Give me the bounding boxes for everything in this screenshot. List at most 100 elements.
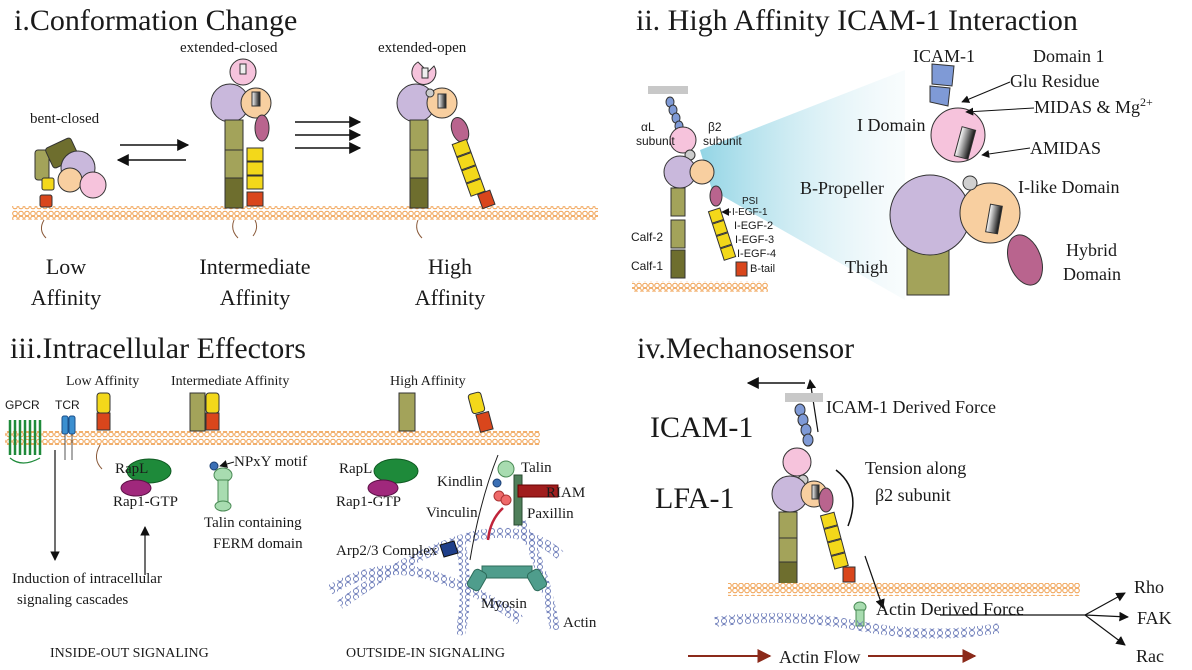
membrane-4	[728, 583, 1080, 596]
panel-1-title: i.Conformation Change	[14, 4, 297, 37]
affinity-low-1: Low	[46, 254, 86, 279]
label-high-affinity: High Affinity	[390, 374, 466, 389]
label-calf2: Calf-2	[631, 230, 663, 244]
talin-ferm	[213, 467, 233, 512]
arrow-fak	[1084, 611, 1129, 622]
integrin-high-iii	[398, 391, 494, 433]
arrow-amidas	[981, 147, 1031, 158]
state-extended-open: extended-open	[378, 40, 467, 56]
label-icam-1: ICAM-1	[913, 46, 975, 66]
label-btail: B-tail	[750, 263, 775, 275]
label-rapl: RapL	[115, 461, 148, 477]
label-rap1: Rap1-GTP	[113, 494, 178, 510]
label-actin-flow: Actin Flow	[779, 647, 861, 667]
label-calf1: Calf-1	[631, 259, 663, 273]
integrin-intermediate	[189, 392, 220, 432]
label-tension-2: β2 subunit	[875, 485, 951, 505]
integrin-mechanosensor	[771, 393, 856, 587]
label-arp: Arp2/3 Complex	[336, 543, 438, 559]
affinity-high-1: High	[428, 254, 472, 279]
rap1-shape	[120, 479, 152, 497]
label-icam-force: ICAM-1 Derived Force	[826, 397, 996, 417]
label-hybrid-2: Domain	[1063, 264, 1121, 284]
label-b2-2: subunit	[703, 134, 742, 148]
arrow-actin-force	[864, 555, 885, 609]
label-al-1: αL	[641, 120, 655, 134]
label-glu: Glu Residue	[1010, 71, 1100, 91]
actin-network-iii	[327, 517, 564, 637]
label-al-2: subunit	[636, 134, 675, 148]
label-midas: MIDAS & Mg2+	[1034, 95, 1153, 117]
label-i-domain: I Domain	[857, 115, 925, 135]
label-intermediate-affinity: Intermediate Affinity	[171, 374, 289, 389]
label-iegf2: I-EGF-2	[734, 220, 773, 232]
integrin-extended-closed	[210, 58, 272, 239]
integrin-extended-open	[396, 61, 496, 239]
label-iegf1: I-EGF-1	[732, 207, 768, 218]
label-kindlin: Kindlin	[437, 474, 483, 490]
panel-2-title: ii. High Affinity ICAM-1 Interaction	[636, 4, 1078, 37]
rapl-shape	[126, 458, 172, 484]
label-i-like: I-like Domain	[1018, 177, 1119, 197]
label-rac: Rac	[1136, 646, 1164, 666]
label-tcr: TCR	[55, 398, 80, 412]
arrow-npxy	[219, 460, 235, 468]
tension-arc	[835, 469, 854, 527]
label-low-affinity: Low Affinity	[66, 374, 139, 389]
affinity-low-2: Affinity	[31, 285, 101, 310]
membrane-1	[12, 206, 598, 220]
panel-3-title: iii.Intracellular Effectors	[10, 332, 306, 365]
label-gpcr: GPCR	[5, 398, 40, 412]
state-bent-closed: bent-closed	[30, 111, 100, 127]
arrow-icam-force-up	[806, 379, 819, 433]
talin-iv	[853, 601, 867, 627]
label-icam-iv: ICAM-1	[650, 411, 753, 444]
gpcr-receptor	[8, 420, 42, 464]
tcr-receptor	[61, 415, 76, 460]
integrin-large	[889, 63, 1043, 296]
label-iegf4: I-EGF-4	[737, 248, 776, 260]
label-npxy: NPxY motif	[234, 454, 307, 470]
actin-filament-iv	[714, 612, 1001, 639]
label-actin-force: Actin Derived Force	[876, 599, 1024, 619]
arrow-glu	[961, 81, 1011, 103]
affinity-high-2: Affinity	[415, 285, 485, 310]
label-thigh: Thigh	[845, 257, 888, 277]
state-extended-closed: extended-closed	[180, 40, 278, 56]
label-actin: Actin	[563, 615, 597, 631]
label-hybrid-1: Hybrid	[1066, 240, 1117, 260]
rapl-shape-2	[373, 458, 419, 484]
zoom-cone	[700, 70, 905, 300]
label-myosin: Myosin	[481, 596, 527, 612]
arrow-rho	[1084, 592, 1126, 616]
integrin-small	[648, 86, 748, 279]
arrow-midas	[965, 107, 1035, 116]
label-b-propeller: B-Propeller	[800, 178, 884, 198]
label-rapl-2: RapL	[339, 461, 372, 477]
label-rap1-2: Rap1-GTP	[336, 494, 401, 510]
talin-complex	[439, 460, 559, 592]
label-inside-out: INSIDE-OUT SIGNALING	[50, 646, 209, 661]
affinity-inter-2: Affinity	[220, 285, 290, 310]
membrane-2	[632, 281, 768, 292]
rap1-shape-2	[367, 479, 399, 497]
integrin-bent-closed	[34, 137, 107, 239]
membrane-3	[5, 431, 540, 445]
panel-4-title: iv.Mechanosensor	[637, 332, 854, 365]
label-psi: PSI	[742, 196, 758, 207]
label-riam: RIAM	[546, 485, 585, 501]
affinity-inter-1: Intermediate	[199, 254, 310, 279]
arrow-rac	[1084, 614, 1126, 646]
link-line	[469, 454, 499, 561]
label-talin: Talin	[521, 460, 552, 476]
label-talin-ferm-2: FERM domain	[213, 536, 303, 552]
label-amidas: AMIDAS	[1030, 138, 1101, 158]
label-outside-in: OUTSIDE-IN SIGNALING	[346, 646, 505, 661]
label-induction-1: Induction of intracellular	[12, 571, 162, 587]
label-rho: Rho	[1134, 577, 1164, 597]
npxy-dot	[209, 461, 219, 471]
label-vinculin: Vinculin	[426, 505, 478, 521]
label-talin-ferm-1: Talin containing	[204, 515, 302, 531]
